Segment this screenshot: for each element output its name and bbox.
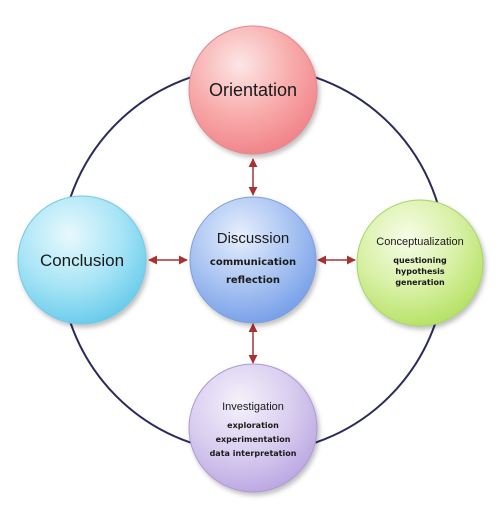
- node-orientation: Orientation: [188, 25, 318, 155]
- investigation-circle: [188, 363, 318, 493]
- orientation-title: Orientation: [209, 80, 297, 100]
- investigation-sub-exploration: exploration: [227, 421, 279, 430]
- discussion-circle: [189, 196, 317, 324]
- investigation-title: Investigation: [222, 401, 284, 413]
- node-conceptualization: Conceptualization questioning hypothesis…: [356, 199, 484, 327]
- conceptualization-sub-questioning: questioning: [393, 256, 447, 265]
- conceptualization-circle: [356, 199, 484, 327]
- investigation-sub-experimentation: experimentation: [216, 435, 291, 444]
- node-conclusion: Conclusion: [17, 195, 147, 325]
- conceptualization-title: Conceptualization: [376, 236, 463, 248]
- node-discussion: Discussion communication reflection: [189, 196, 317, 324]
- conclusion-title: Conclusion: [40, 251, 124, 270]
- discussion-title: Discussion: [217, 230, 290, 247]
- discussion-sub-communication: communication: [210, 257, 296, 268]
- conceptualization-sub-generation: generation: [395, 278, 445, 287]
- investigation-sub-data-interpretation: data interpretation: [210, 449, 297, 458]
- orientation-circle: [188, 25, 318, 155]
- conceptualization-sub-hypothesis: hypothesis: [395, 267, 445, 276]
- discussion-sub-reflection: reflection: [226, 275, 280, 286]
- conclusion-circle: [17, 195, 147, 325]
- node-investigation: Investigation exploration experimentatio…: [188, 363, 318, 493]
